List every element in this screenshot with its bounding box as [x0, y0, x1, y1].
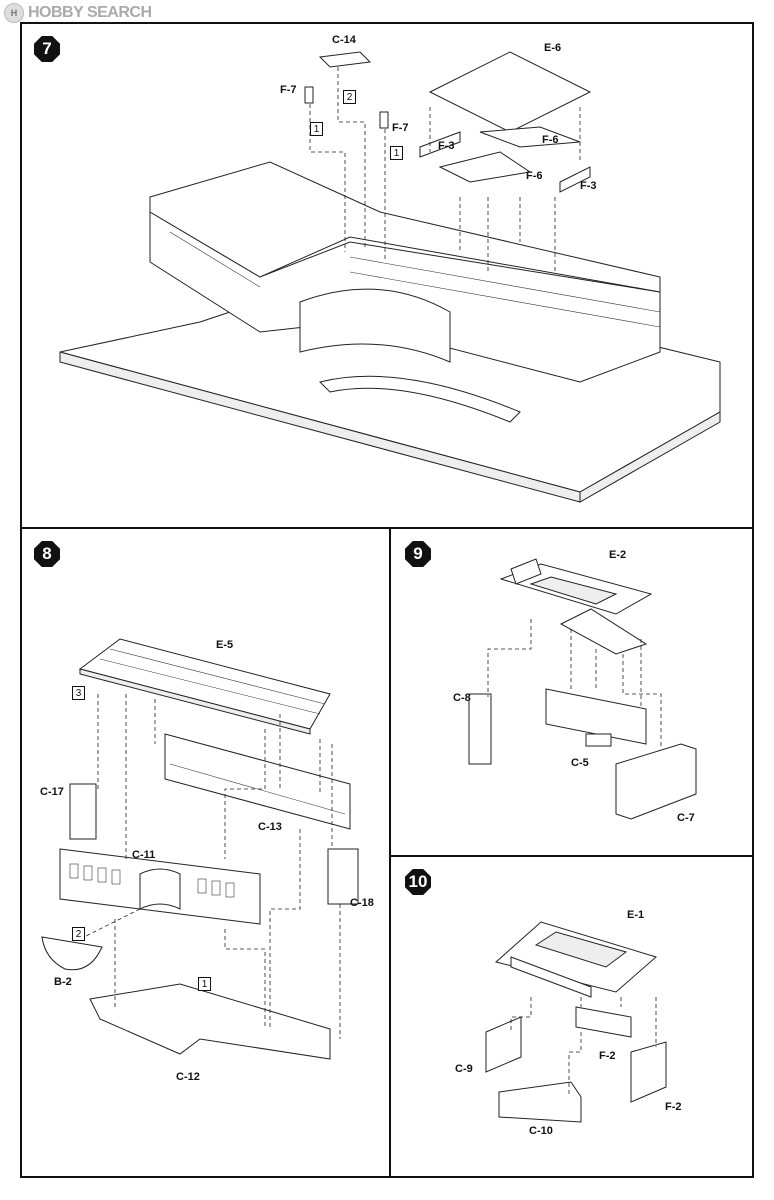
label-c13: C-13 [258, 821, 282, 833]
step-7-panel: 7 C-14 E-6 F-7 F-7 F-3 F-6 F-6 F-3 1 2 1 [20, 22, 754, 527]
label-e1: E-1 [627, 909, 645, 921]
label-f6-bottom: F-6 [526, 170, 543, 182]
label-b2: B-2 [54, 976, 72, 988]
panel-divider-horizontal-top [20, 527, 754, 529]
step-7-diagram [59, 51, 721, 503]
label-c12: C-12 [176, 1071, 200, 1083]
label-c14: C-14 [332, 34, 356, 46]
step-8-panel: 8 E-5 C-17 C-13 C-11 C-18 B-2 C-12 3 2 1 [20, 529, 389, 1178]
order-box-1a: 1 [310, 122, 323, 136]
label-c11: C-11 [132, 849, 156, 861]
hobby-search-watermark: H HOBBY SEARCH [4, 3, 152, 23]
watermark-text: HOBBY SEARCH [28, 4, 152, 21]
order-box-2: 2 [343, 90, 356, 104]
step-10-diagram [485, 921, 667, 1123]
label-c9: C-9 [455, 1063, 473, 1075]
part-c14 [318, 51, 372, 68]
label-c8: C-8 [453, 692, 471, 704]
order-box-1b: 1 [390, 146, 403, 160]
label-c18: C-18 [350, 897, 374, 909]
watermark-logo-icon: H [4, 3, 24, 23]
label-e6: E-6 [544, 42, 562, 54]
label-f2-middle: F-2 [599, 1050, 616, 1062]
step-10-number: 10 [405, 869, 431, 895]
panel-divider-horizontal-right [389, 855, 754, 857]
step-7-number: 7 [34, 36, 60, 62]
label-c7: C-7 [677, 812, 695, 824]
step-9-number: 9 [405, 541, 431, 567]
label-f2-right: F-2 [665, 1101, 682, 1113]
label-f3-right: F-3 [580, 180, 597, 192]
label-c5: C-5 [571, 757, 589, 769]
label-f3-left: F-3 [438, 140, 455, 152]
order-box-1: 1 [198, 977, 211, 991]
order-box-3: 3 [72, 686, 85, 700]
instruction-sheet-frame [20, 22, 754, 1178]
step-10-panel: 10 E-1 C-9 F-2 F-2 C-10 [391, 857, 754, 1178]
step-9-panel: 9 E-2 C-8 C-5 C-7 [391, 529, 754, 855]
label-f6-top: F-6 [542, 134, 559, 146]
panel-divider-vertical [389, 527, 391, 1178]
label-f7-left: F-7 [280, 84, 297, 96]
step-8-diagram [41, 638, 359, 1060]
label-e2: E-2 [609, 549, 627, 561]
step-9-diagram [468, 558, 697, 820]
label-c10: C-10 [529, 1125, 553, 1137]
order-box-2: 2 [72, 927, 85, 941]
label-e5: E-5 [216, 639, 234, 651]
label-f7-right: F-7 [392, 122, 409, 134]
step-8-number: 8 [34, 541, 60, 567]
label-c17: C-17 [40, 786, 64, 798]
